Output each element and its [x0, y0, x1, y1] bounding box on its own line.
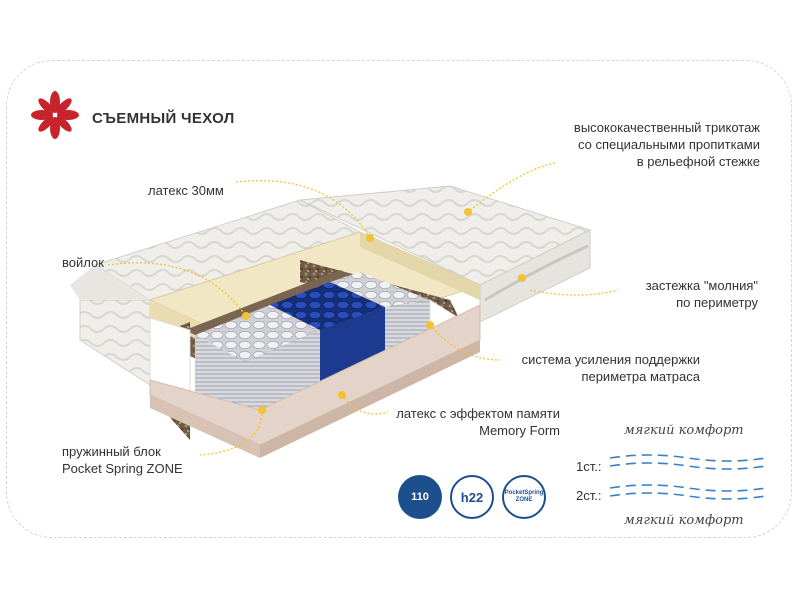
callout-perimeter: система усиления поддержки периметра мат… — [522, 351, 700, 385]
callout-knit: высококачественный трикотаж со специальн… — [574, 119, 760, 170]
pocket-spring-badge-label: PocketSpring ZONE — [504, 490, 544, 503]
height-badge-value: h22 — [460, 489, 484, 505]
callout-knit-line1: высококачественный трикотаж — [573, 120, 760, 135]
weight-badge-value: 110 — [411, 491, 429, 503]
pocket-spring-badge-icon: PocketSpring ZONE — [502, 475, 546, 519]
callout-knit-line2: со специальными пропитками — [577, 137, 760, 152]
callout-memory-line2: Memory Form — [479, 423, 560, 438]
callout-knit-line3: в рельефной стежке — [636, 154, 760, 169]
callout-zipper-line1: застежка "молния" — [645, 278, 758, 293]
callout-memory-line1: латекс с эффектом памяти — [396, 406, 560, 421]
callout-spring-line2: Pocket Spring ZONE — [62, 461, 183, 476]
callout-latex: латекс 30мм — [148, 183, 224, 198]
callout-perimeter-line2: периметра матраса — [581, 369, 700, 384]
page-title: СЪЕМНЫЙ ЧЕХОЛ — [92, 110, 235, 127]
callout-zipper: застежка "молния" по периметру — [646, 277, 758, 311]
callout-spring: пружинный блок Pocket Spring ZONE — [62, 443, 183, 477]
height-badge-icon: h22 — [450, 475, 494, 519]
callout-perimeter-line1: система усиления поддержки — [521, 352, 700, 367]
asterisk-logo-icon — [31, 91, 79, 139]
callout-felt: войлок — [62, 255, 104, 270]
firmness-bottom-label: мягкий комфорт — [624, 513, 744, 528]
firmness-side1: 1ст.: — [576, 459, 602, 474]
callout-spring-line1: пружинный блок — [62, 444, 161, 459]
firmness-waves — [609, 454, 767, 500]
callout-memory: латекс с эффектом памяти Memory Form — [396, 405, 560, 439]
firmness-top-label: мягкий комфорт — [624, 423, 744, 438]
rounded-frame — [6, 60, 792, 538]
firmness-side2: 2ст.: — [576, 488, 602, 503]
callout-zipper-line2: по периметру — [676, 295, 758, 310]
weight-badge-icon: 110 — [398, 475, 442, 519]
